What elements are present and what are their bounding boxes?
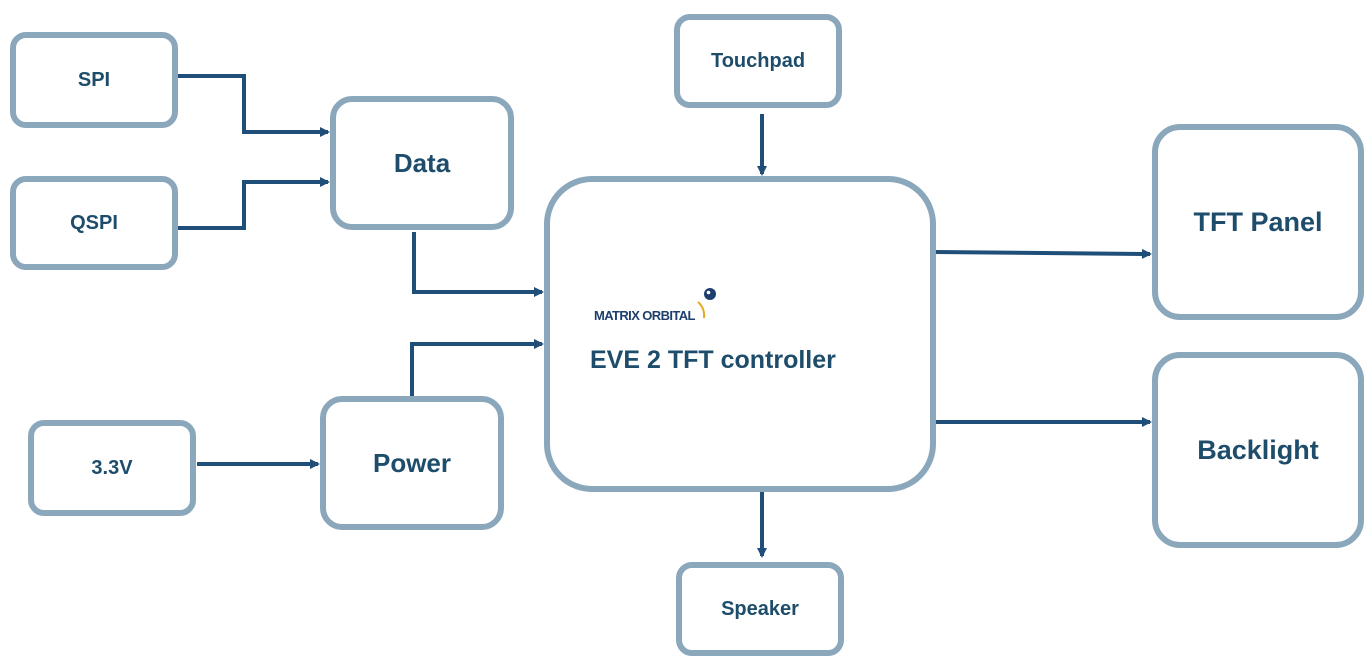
spi-label: SPI bbox=[77, 68, 111, 91]
spi-node: SPI bbox=[10, 32, 178, 128]
touchpad-node: Touchpad bbox=[674, 14, 842, 108]
tft-panel-label: TFT Panel bbox=[1193, 206, 1323, 237]
logo-text: MATRIX ORBITAL bbox=[594, 308, 695, 323]
controller-node bbox=[544, 176, 936, 492]
backlight-node: Backlight bbox=[1152, 352, 1364, 548]
arrow-data-to-controller bbox=[412, 232, 544, 297]
qspi-label: QSPI bbox=[70, 211, 118, 234]
power-node: Power bbox=[320, 396, 504, 530]
3v3-label: 3.3V bbox=[91, 456, 133, 479]
matrix-orbital-logo-icon bbox=[697, 288, 716, 319]
speaker-node: Speaker bbox=[676, 562, 844, 656]
touchpad-label: Touchpad bbox=[710, 49, 806, 72]
power-label: Power bbox=[372, 447, 452, 478]
data-node: Data bbox=[330, 96, 514, 230]
qspi-node: QSPI bbox=[10, 176, 178, 270]
matrix-orbital-logo: MATRIX ORBITAL bbox=[594, 286, 718, 322]
arrow-spi-to-data bbox=[178, 74, 330, 137]
backlight-label: Backlight bbox=[1197, 434, 1319, 465]
arrow-qspi-to-data bbox=[178, 177, 330, 230]
controller-label: EVE 2 TFT controller bbox=[590, 346, 836, 374]
tft-panel-node: TFT Panel bbox=[1152, 124, 1364, 320]
speaker-label: Speaker bbox=[721, 597, 799, 620]
arrow-power-to-controller bbox=[410, 339, 544, 398]
data-label: Data bbox=[393, 147, 451, 178]
3v3-node: 3.3V bbox=[28, 420, 196, 516]
arrow-controller-to-tft-panel bbox=[933, 248, 1152, 259]
